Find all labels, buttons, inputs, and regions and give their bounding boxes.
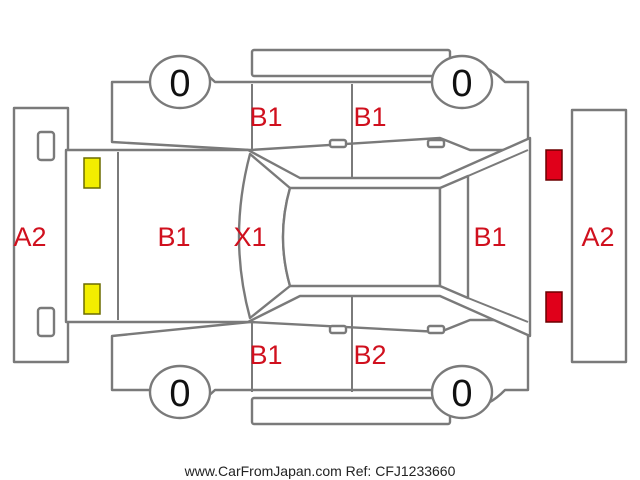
rear-right-light-marker [545,291,563,323]
roof [281,186,442,288]
right-rear-door-code: B2 [353,340,386,370]
right-front-door-code: B1 [249,340,282,370]
rear-glass [438,174,470,300]
car-body-top-view [64,136,532,338]
front-bumper [12,106,70,364]
left-running-board [250,48,452,78]
rear-bumper [570,108,628,364]
front-right-tire-label: 0 [169,373,190,415]
front-right-tire: 0 [148,364,212,420]
rear-right-tire-label: 0 [451,373,472,415]
footer-reference: www.CarFromJapan.com Ref: CFJ1233660 [184,463,456,479]
rear-hatch-code: B1 [473,222,506,252]
left-rear-door-code: B1 [353,102,386,132]
windshield-code: X1 [233,222,266,252]
rear-bumper-code: A2 [581,222,614,252]
rear-left-light-marker [545,149,563,181]
rear-left-tire-label: 0 [451,63,472,105]
rear-right-tire: 0 [430,364,494,420]
right-running-board [250,396,452,426]
front-left-tire-label: 0 [169,63,190,105]
front-bumper-code: A2 [13,222,46,252]
left-front-door-code: B1 [249,102,282,132]
front-left-light-marker [83,157,101,189]
rear-left-tire: 0 [430,54,494,110]
hood-code: B1 [157,222,190,252]
front-right-light-marker [83,283,101,315]
front-left-tire: 0 [148,54,212,110]
